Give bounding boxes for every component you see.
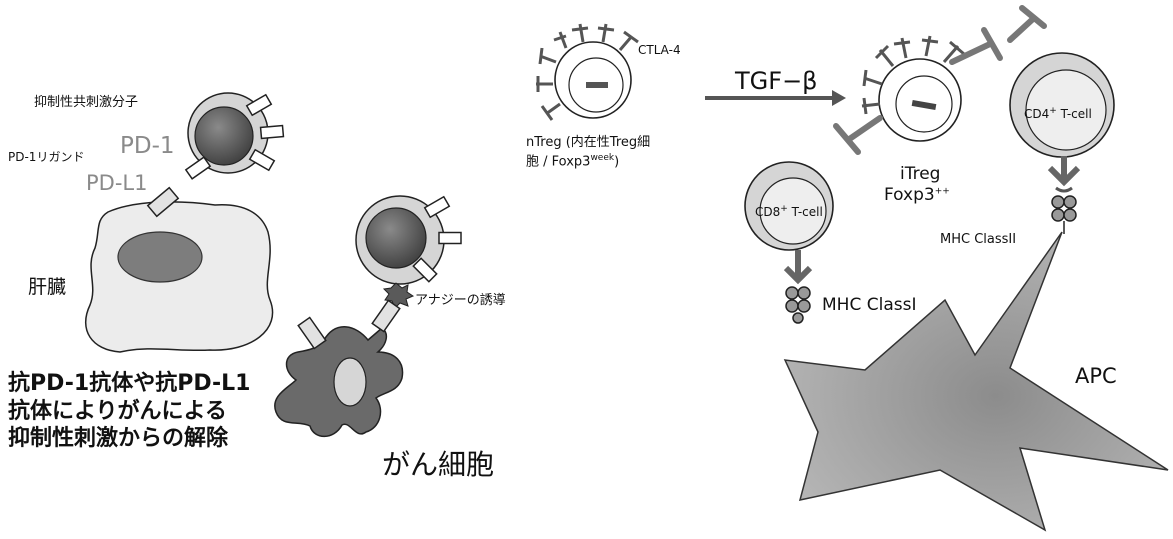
caption-line: 抗PD-1抗体や抗PD-L1 [8, 371, 251, 396]
caption: 抗PD-1抗体や抗PD-L1 抗体によりがんによる 抑制性刺激からの解除 [8, 370, 250, 453]
itreg-nucleus [911, 99, 937, 111]
ntreg-nucleus [586, 82, 608, 88]
pdl1-receptor [146, 186, 180, 218]
inhibitory-receptor [423, 195, 451, 219]
inhibitory-receptor [248, 148, 276, 172]
ntreg-label-line2: 胞 / Foxp3week) [526, 153, 620, 170]
liver-label: 肝臓 [28, 276, 67, 298]
inhibition-bar-top [1007, 5, 1047, 43]
ntreg-label-line1: nTreg (内在性Treg細 [526, 135, 651, 150]
pd1-ligand-label: PD-1リガンド [8, 150, 85, 164]
anergy-burst [382, 282, 415, 309]
inhibitory-receptor [438, 231, 462, 245]
ctla4-label: CTLA-4 [638, 43, 681, 57]
t-cell-left-nucleus [194, 106, 254, 166]
mhc-class-ii [1051, 195, 1077, 234]
ctla4-receptors [536, 23, 639, 121]
tgf-arrow-head [832, 90, 846, 106]
pdl1-label: PD-L1 [86, 171, 148, 195]
cd4-t-cell-label: CD4+ T-cell [1024, 106, 1092, 121]
pd1-label: PD-1 [120, 133, 175, 159]
mhc-class-ii-label: MHC ClassII [940, 232, 1017, 247]
tgf-beta-label: TGF−β [735, 67, 818, 95]
caption-line: 抑制性刺激からの解除 [8, 426, 229, 451]
inhibition-bar-cd4 [949, 27, 1003, 65]
cd4-tcr [1047, 156, 1081, 187]
foxp3-label: Foxp3++ [884, 185, 950, 205]
cd8-tcr [783, 250, 813, 285]
mhc-class-i-label: MHC ClassI [822, 295, 917, 315]
pdl1-receptor [371, 299, 401, 333]
anergy-label: アナジーの誘導 [415, 293, 506, 308]
cancer-nucleus [333, 357, 367, 407]
inhibitory-receptor [259, 124, 285, 140]
pd1-receptor [184, 156, 212, 180]
itreg-label: iTreg [900, 164, 941, 184]
cd8-t-cell-label: CD8+ T-cell [755, 204, 823, 219]
mhc-class-i [785, 286, 811, 324]
t-cell-middle-nucleus [365, 207, 427, 269]
liver-nucleus [117, 231, 203, 283]
cd4-t-cell-inner [1025, 69, 1107, 151]
inhibitory-receptor [412, 257, 438, 283]
cd8-t-cell-inner [759, 177, 827, 245]
pdl1-receptor [297, 316, 327, 350]
apc-label: APC [1075, 364, 1117, 388]
inhibitory-receptor [245, 93, 273, 117]
inhibition-bar-cd8 [833, 115, 883, 155]
cd4-coreceptor [1055, 186, 1073, 193]
caption-line: 抗体によりがんによる [8, 398, 227, 424]
cancer-cell-label: がん細胞 [382, 448, 495, 481]
inhibitory-costim-label: 抑制性共刺激分子 [34, 95, 139, 110]
apc-cell [783, 231, 1169, 532]
itreg-receptors [861, 35, 965, 115]
